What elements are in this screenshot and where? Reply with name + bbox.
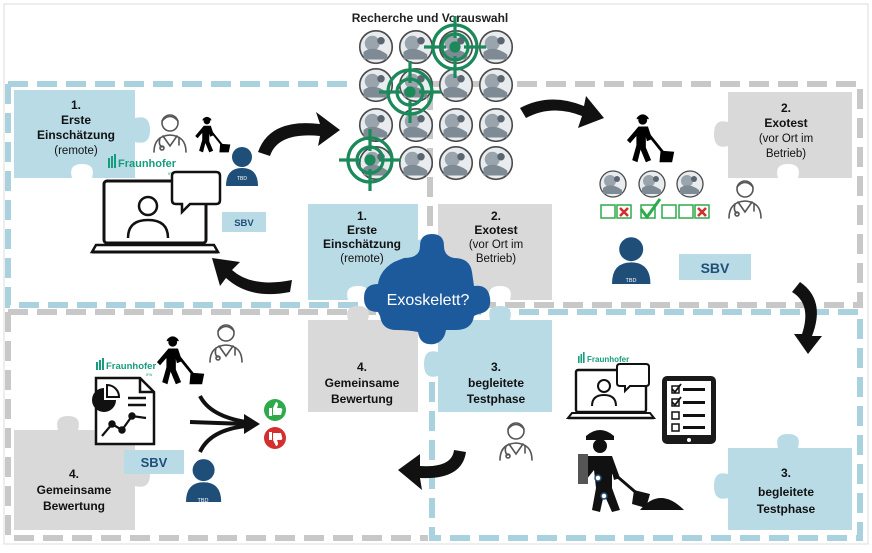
phase1-corner-num: 1.: [71, 98, 81, 112]
puzzle-piece-icon: [308, 306, 418, 412]
phase4-center-line2: Bewertung: [331, 392, 393, 406]
phase1-corner-line1: Erste: [61, 113, 91, 127]
frame-q3: [429, 309, 863, 541]
checkbox-row: [600, 198, 710, 220]
phase3-center-num: 3.: [491, 360, 501, 374]
phase2-corner-line1: Exotest: [764, 116, 807, 130]
exoskeleton-image: [358, 29, 394, 65]
arrow-icon: [398, 450, 466, 490]
checkbox-check-icon: [639, 198, 662, 220]
sbv-label-q1: SBV: [234, 218, 254, 229]
page-title: Recherche und Vorauswahl: [352, 11, 509, 25]
avatar-label: TBD: [626, 278, 637, 284]
exoskeleton-image: [478, 67, 514, 103]
center-exoskeleton-blob: [364, 234, 491, 345]
phase2-corner-num: 2.: [781, 101, 791, 115]
chat-bubble-icon: [170, 170, 222, 216]
phase2-corner-line2: (vor Ort im: [759, 133, 813, 145]
center-label: Exoskelett?: [387, 292, 470, 309]
phase4-center-num: 4.: [357, 360, 367, 374]
phase1-center-line3: (remote): [340, 253, 384, 265]
puzzle-piece-phase3-corner: 3. begleitete Testphase: [714, 434, 852, 530]
laptop-video-call-icon: [565, 368, 657, 420]
phase4-corner-line1: Gemeinsame: [37, 483, 112, 497]
arrow-icon: [244, 414, 260, 434]
fraunhofer-logo: Fraunhofer: [578, 352, 629, 364]
phase1-center-line2: Einschätzung: [323, 237, 401, 251]
arrow-icon: [520, 96, 604, 128]
avatar-label: TBD: [237, 176, 247, 182]
frame-q2: [430, 81, 863, 308]
arrow-icon: [258, 112, 340, 156]
fraunhofer-wordmark: Fraunhofer: [587, 355, 629, 364]
phase4-corner-num: 4.: [69, 467, 79, 481]
phase3-corner-num: 3.: [781, 466, 791, 480]
phase1-center-num: 1.: [357, 209, 367, 223]
phase2-center-line3: Betrieb): [476, 253, 516, 265]
q1-content: TBD Fraunhofer IPA SBV: [89, 114, 266, 254]
exoskeleton-image: [358, 107, 394, 143]
exo-image-icon: [638, 170, 666, 198]
sbv-label-q2: SBV: [701, 260, 730, 276]
phase2-center-num: 2.: [491, 209, 501, 223]
exoskeleton-image: [478, 145, 514, 181]
laptop-video-call-icon: [89, 179, 221, 254]
puzzle-piece-icon: [714, 434, 852, 530]
chat-bubble-icon: [616, 363, 650, 394]
checklist-tablet-icon: [662, 376, 716, 444]
phase2-corner-line3: Betrieb): [766, 148, 806, 160]
phase2-center-line2: (vor Ort im: [469, 239, 523, 251]
exoskeleton-image: [438, 107, 474, 143]
fraunhofer-wordmark: Fraunhofer: [118, 158, 177, 170]
phase3-corner-line1: begleitete: [758, 485, 814, 499]
phase3-center-line2: Testphase: [467, 392, 526, 406]
frame-q1: [5, 84, 428, 308]
exoskeleton-image: [438, 145, 474, 181]
sbv-label-q4: SBV: [141, 455, 168, 470]
phase1-corner-line2: Einschätzung: [37, 128, 115, 142]
flow-arrows: [212, 96, 822, 490]
q3-content: Fraunhofer: [499, 352, 716, 512]
exoskeleton-image: [398, 145, 434, 181]
exo-image-icon: [599, 170, 627, 198]
puzzle-piece-icon: [714, 92, 852, 178]
report-chart-icon: [92, 376, 156, 446]
sbv-box-q4: [124, 450, 184, 474]
frame-q4: [5, 312, 428, 541]
puzzle-piece-icon: [424, 306, 552, 412]
phase2-center-line1: Exotest: [474, 223, 517, 237]
fraunhofer-sub: IPA: [146, 372, 152, 377]
fraunhofer-logo: Fraunhofer IPA: [96, 358, 156, 377]
phase3-corner-line2: Testphase: [757, 502, 816, 516]
arrow-icon: [212, 258, 292, 295]
checkbox-cross-icon: [619, 207, 629, 217]
phase3-center-line1: begleitete: [468, 376, 524, 390]
exoskeleton-worker-icon: [578, 430, 684, 512]
exo-image-icon: [676, 170, 704, 198]
phase4-center-line1: Gemeinsame: [325, 376, 400, 390]
exoskeleton-image: [398, 67, 434, 103]
q2-content: TBD SBV: [599, 113, 762, 284]
checkbox-cross-icon: [697, 207, 707, 217]
phase1-corner-line3: (remote): [54, 145, 98, 157]
converging-arrows-icon: [189, 395, 247, 453]
exoskeleton-image: [478, 107, 514, 143]
sbv-box-q1: [222, 212, 266, 232]
q4-content: Fraunhofer IPA SBV TBD: [92, 324, 286, 504]
puzzle-piece-phase2-corner: 2. Exotest (vor Ort im Betrieb): [714, 92, 852, 178]
fraunhofer-wordmark: Fraunhofer: [106, 361, 156, 372]
arrow-icon: [792, 282, 822, 354]
avatar-label: TBD: [198, 498, 209, 504]
phase4-corner-line2: Bewertung: [43, 499, 105, 513]
sbv-box-q2: [679, 254, 751, 280]
central-puzzle: 1. Erste Einschätzung (remote) 2. Exotes…: [308, 204, 552, 412]
phase1-center-line1: Erste: [347, 223, 377, 237]
